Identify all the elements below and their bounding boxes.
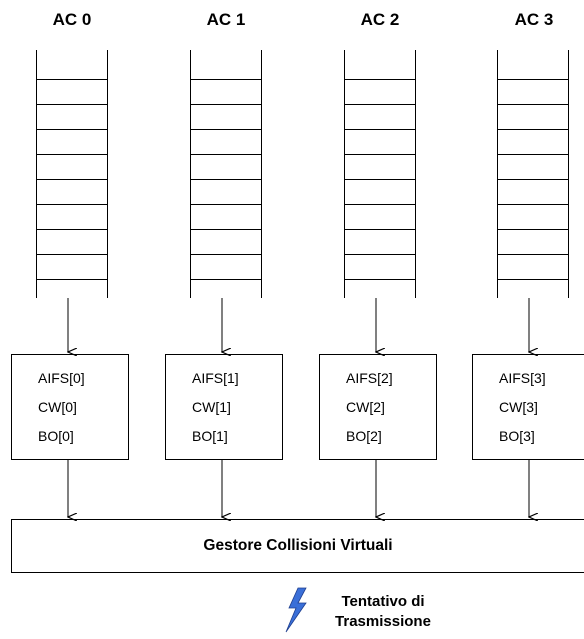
transmission-attempt-label: Tentativo di Trasmissione (318, 592, 448, 632)
param-box-ac2: AIFS[2] CW[2] BO[2] (319, 354, 437, 460)
ac-title-1: AC 1 (206, 10, 246, 29)
bo-label: BO[2] (346, 428, 382, 444)
ac-title-3: AC 3 (514, 10, 554, 29)
transmission-line2: Trasmissione (335, 613, 431, 630)
param-box-ac3: AIFS[3] CW[3] BO[3] (472, 354, 584, 460)
transmission-line1: Tentativo di (341, 593, 425, 610)
param-box-ac1: AIFS[1] CW[1] BO[1] (165, 354, 283, 460)
queue-ac2 (344, 50, 416, 298)
bo-label: BO[1] (192, 428, 228, 444)
aifs-label: AIFS[2] (346, 370, 393, 386)
gestore-collisioni-box: Gestore Collisioni Virtuali (11, 519, 584, 573)
aifs-label: AIFS[3] (499, 370, 546, 386)
bo-label: BO[0] (38, 428, 74, 444)
queue-ac1 (190, 50, 262, 298)
bo-label: BO[3] (499, 428, 535, 444)
aifs-label: AIFS[0] (38, 370, 85, 386)
queue-ac0 (36, 50, 108, 298)
ac-title-0: AC 0 (52, 10, 92, 29)
cw-label: CW[2] (346, 399, 385, 415)
ac-title-2: AC 2 (360, 10, 400, 29)
cw-label: CW[3] (499, 399, 538, 415)
lightning-bolt-icon (285, 587, 307, 633)
cw-label: CW[1] (192, 399, 231, 415)
cw-label: CW[0] (38, 399, 77, 415)
aifs-label: AIFS[1] (192, 370, 239, 386)
queue-ac3 (497, 50, 569, 298)
